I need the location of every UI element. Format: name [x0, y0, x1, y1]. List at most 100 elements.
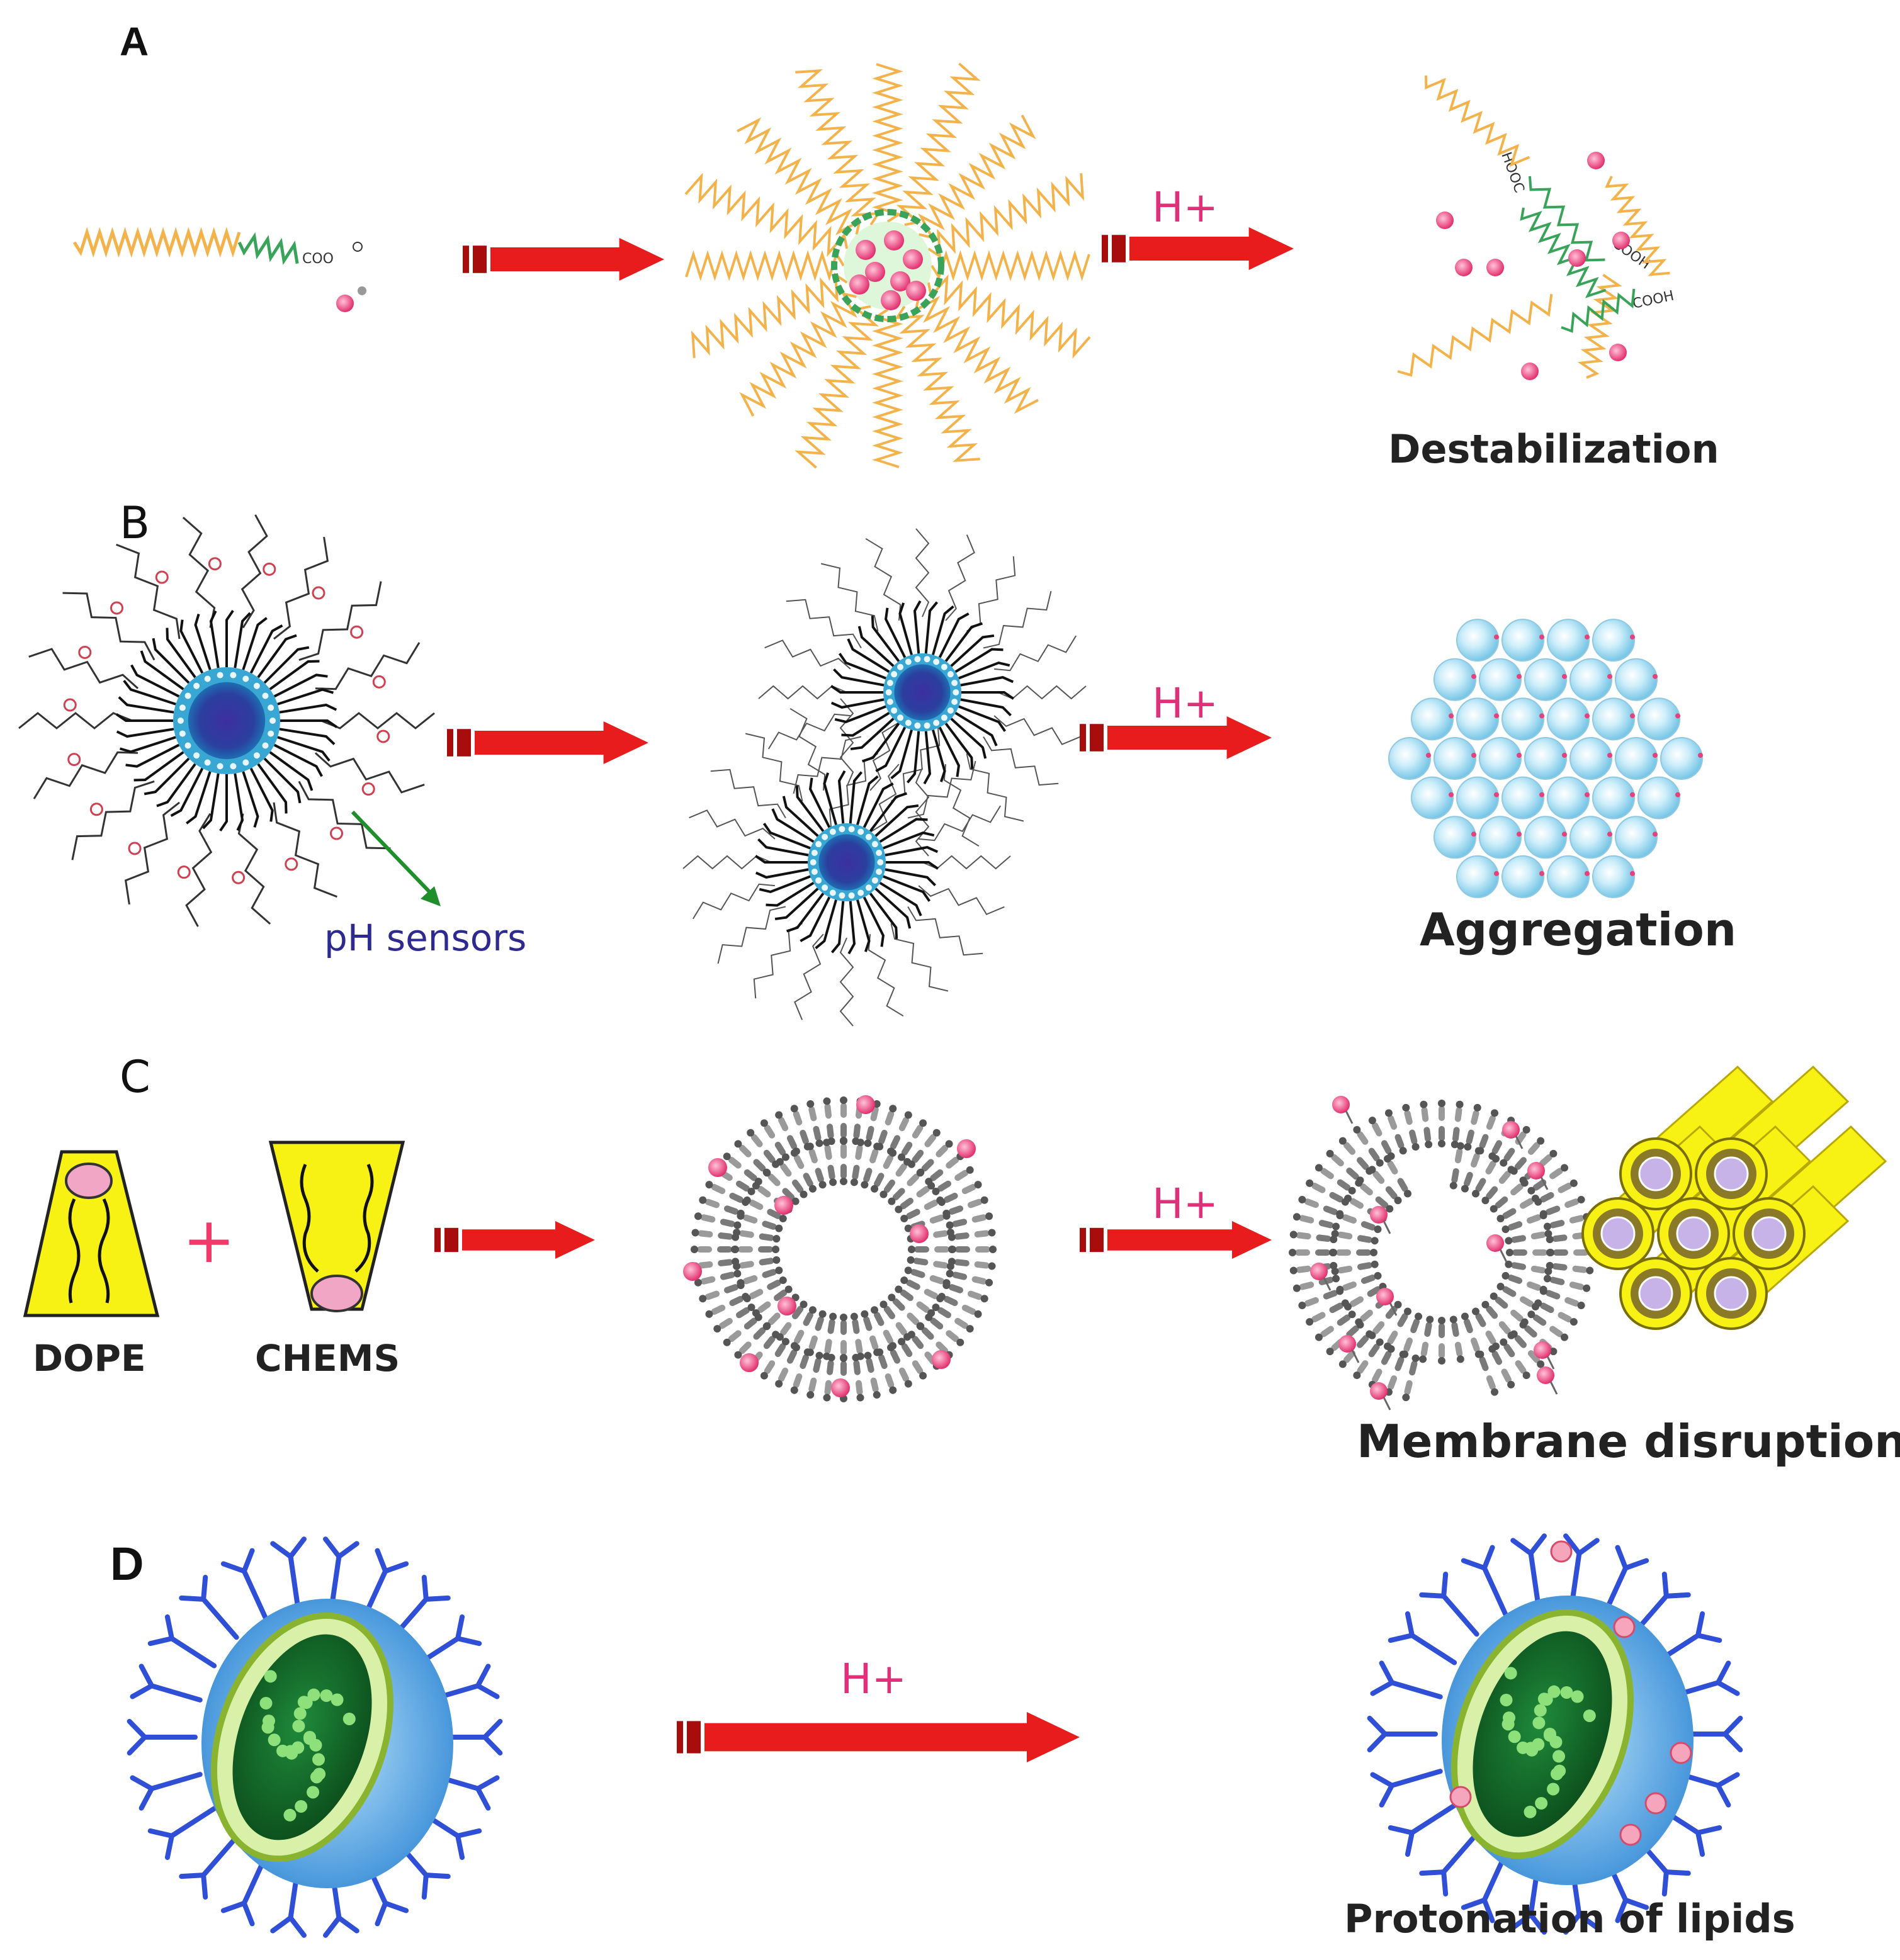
polymer-brush [186, 771, 212, 825]
peg-chain [794, 305, 879, 469]
shell-bead [230, 672, 237, 679]
panel-letter-d: D [110, 1538, 144, 1590]
polymer-brush [179, 619, 204, 674]
chems-head-icon [831, 1378, 850, 1397]
sensor-chain [185, 813, 213, 927]
aggregated-particle [1569, 658, 1612, 701]
surface-dot [1539, 792, 1544, 797]
shell-bead [886, 699, 893, 706]
lipid-tail [1357, 1131, 1369, 1145]
lipid-tail [895, 1322, 907, 1336]
lipid-head [1289, 1249, 1296, 1256]
lipid-head [823, 1139, 831, 1147]
lipid-pair [840, 1137, 847, 1185]
lipid-tail [930, 1169, 944, 1181]
lipid-pair [763, 1169, 800, 1205]
surface-dot [1698, 753, 1703, 758]
lipid-head [932, 1304, 940, 1312]
rod-core [1638, 1276, 1673, 1311]
dendron-branch [220, 1548, 268, 1619]
aggregated-particle [1547, 776, 1590, 819]
lipid-head [723, 1152, 731, 1161]
lipid-tail [921, 1327, 934, 1340]
polymer-brush [140, 650, 184, 690]
lipid-head [879, 1300, 888, 1309]
polymer-brush [838, 653, 886, 680]
lipid-head [1505, 1237, 1513, 1245]
lipid-tail [759, 1258, 774, 1266]
lipid-head [1348, 1186, 1356, 1195]
cargo-dot [1504, 1667, 1517, 1680]
lipid-head [1583, 1284, 1591, 1292]
lipid-tail [855, 1339, 863, 1354]
protonated-particle [1367, 1533, 1743, 1935]
arrow-tail-block [687, 1721, 701, 1754]
lipid-tail [729, 1192, 744, 1203]
lipid-tail [1375, 1196, 1389, 1208]
shell-bead [217, 763, 223, 770]
polymer-brush [795, 786, 825, 832]
panel-c: DOPE + CHEMS Membrane disruption H+ [23, 1065, 1900, 1468]
cargo-dot [1524, 1805, 1537, 1818]
polymer-brush [249, 624, 283, 674]
lipid-tail [813, 1125, 822, 1141]
shell-bead [947, 707, 954, 714]
lipid-tail [1552, 1263, 1568, 1271]
lipid-tail [1511, 1235, 1527, 1243]
lipid-head [1336, 1285, 1344, 1293]
dendron-branch [323, 1536, 359, 1609]
lipid-tail [1318, 1220, 1334, 1229]
lipid-tail [1360, 1275, 1376, 1284]
lipid-tail [1532, 1314, 1547, 1326]
lipid-tail [1573, 1249, 1588, 1256]
surface-dot [1471, 753, 1476, 758]
lipid-tail [883, 1154, 894, 1169]
polymer-brush [202, 773, 220, 830]
lipid-tail [869, 1148, 879, 1164]
lipid-head [916, 1322, 924, 1330]
lipid-tail [1368, 1343, 1380, 1358]
lipid-pair [1510, 1137, 1545, 1175]
caption-protonation: Protonation of lipids [1344, 1896, 1795, 1942]
lipid-tail [955, 1246, 970, 1253]
shell-bead [253, 752, 260, 759]
lipid-tail [890, 1349, 901, 1364]
lipid-pair [1505, 1260, 1552, 1275]
aggregated-particle [1524, 816, 1567, 859]
lipid-pair [898, 1338, 927, 1380]
lipid-head [772, 1256, 781, 1264]
cation-icon [1612, 232, 1630, 249]
loose-chain [710, 769, 786, 818]
lipid-tail [1360, 1183, 1373, 1196]
aggregated-particle [1501, 855, 1544, 898]
lipid-head [1586, 1266, 1594, 1275]
lipid-head [1330, 1236, 1338, 1244]
lipid-tail [774, 1343, 786, 1357]
lipid-tail [900, 1289, 913, 1301]
lipid-tail [912, 1124, 924, 1139]
lipid-tail [892, 1188, 905, 1201]
lipid-tail [1439, 1343, 1445, 1358]
lipid-head [699, 1196, 707, 1204]
polymer-brush [234, 773, 244, 831]
surface-dot [1630, 870, 1635, 876]
lipid-tail [1360, 1309, 1373, 1322]
cargo-dot [1560, 1686, 1573, 1699]
shell-bead [230, 763, 237, 770]
polymer-brush [234, 612, 251, 668]
polymer-brush [958, 705, 1007, 732]
lipid-pair [823, 1097, 835, 1146]
lipid-head [829, 1178, 837, 1186]
lipid-tail [1502, 1286, 1517, 1297]
lipid-head [1496, 1215, 1505, 1222]
lipid-head [734, 1351, 742, 1359]
lipid-head [1298, 1302, 1306, 1310]
polymer-brush [950, 718, 987, 759]
lipid-head [932, 1187, 940, 1195]
ph-sensor-icon [177, 865, 191, 879]
aggregated-particle [1637, 697, 1680, 741]
lipid-tail [750, 1134, 763, 1147]
lipid-tail [1553, 1249, 1568, 1256]
polymer-brush [913, 600, 922, 654]
lipid-tail [698, 1261, 713, 1269]
